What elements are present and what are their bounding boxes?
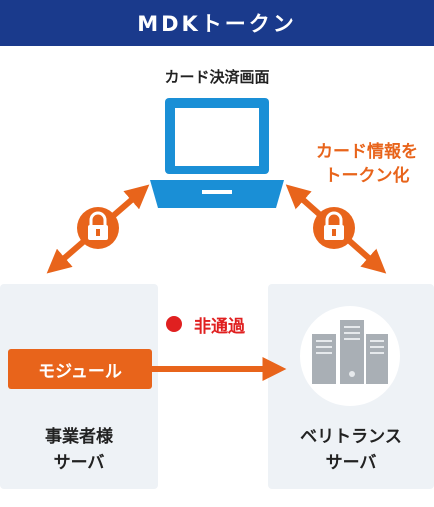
veritrans-server-label: ベリトランス サーバ — [268, 424, 434, 476]
lock-icon — [313, 207, 355, 249]
tokenize-note-line2: トークン化 — [324, 166, 410, 186]
module-label: モジュール — [38, 361, 122, 382]
page-title: MDKトークン — [137, 12, 297, 36]
merchant-server-line1: 事業者様 — [45, 427, 113, 447]
tokenize-note: カード情報を トークン化 — [292, 140, 434, 188]
veritrans-server-line1: ベリトランス — [300, 427, 402, 447]
payment-screen-label: カード決済画面 — [164, 68, 270, 86]
status-label: 非通過 — [194, 316, 245, 337]
veritrans-server-line2: サーバ — [325, 453, 377, 473]
lock-icon — [77, 207, 119, 249]
tokenize-note-line1: カード情報を — [316, 142, 418, 162]
merchant-server-label: 事業者様 サーバ — [0, 424, 158, 476]
module-label-box: モジュール — [8, 349, 152, 389]
status-dot-icon — [166, 316, 182, 332]
header-bar: MDKトークン — [0, 0, 434, 46]
laptop-icon — [150, 98, 284, 208]
server-icon — [300, 306, 400, 406]
merchant-server-line2: サーバ — [53, 453, 105, 473]
non-passage-status: 非通過 — [166, 312, 245, 337]
